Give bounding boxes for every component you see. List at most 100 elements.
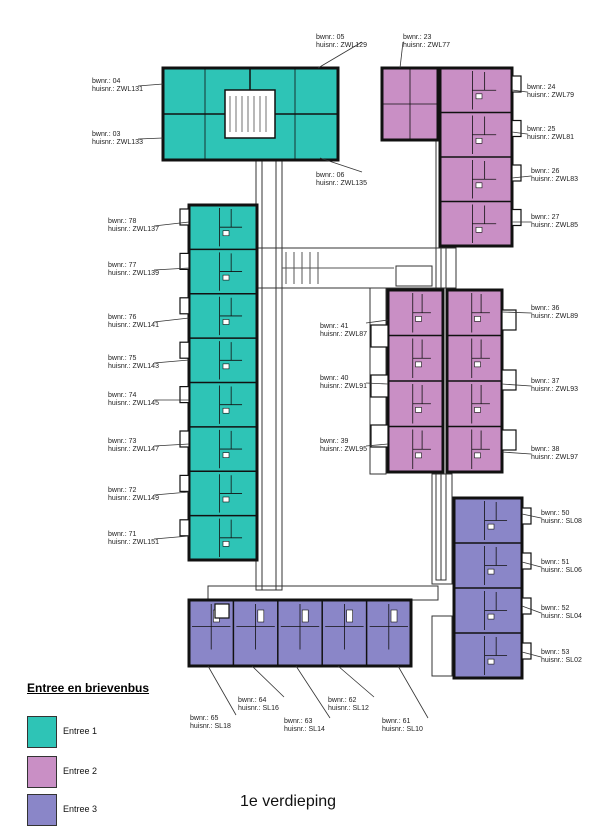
leader-line	[319, 157, 363, 173]
house-number: huisnr.: ZWL131	[92, 86, 143, 93]
house-number: huisnr.: SL16	[238, 705, 279, 712]
leader-line	[295, 665, 331, 719]
house-number: huisnr.: ZWL93	[531, 386, 579, 393]
legend-swatch	[27, 756, 57, 788]
leader-line	[397, 665, 429, 719]
leader-lines	[137, 41, 542, 719]
unit-number: bwnr.: 65	[190, 715, 219, 722]
unit-number: bwnr.: 03	[92, 131, 121, 138]
balcony	[179, 208, 190, 226]
house-number: huisnr.: ZWL149	[108, 495, 159, 502]
unit-number: bwnr.: 71	[108, 531, 137, 538]
leader-line	[521, 651, 542, 658]
house-number: huisnr.: ZWL97	[531, 454, 579, 461]
leader-line	[207, 665, 237, 716]
leader-line	[337, 665, 375, 698]
leader-line	[137, 137, 164, 140]
stair-core-bottom	[214, 603, 230, 619]
house-number: huisnr.: ZWL135	[316, 180, 367, 187]
house-number: huisnr.: ZWL141	[108, 322, 159, 329]
unit-number: bwnr.: 78	[108, 218, 137, 225]
leader-line	[521, 605, 542, 614]
balcony	[511, 208, 522, 227]
balcony	[179, 252, 190, 270]
leader-line	[153, 267, 190, 271]
unit-number: bwnr.: 38	[531, 446, 560, 453]
stair-core	[224, 89, 276, 139]
house-number: huisnr.: SL08	[541, 518, 582, 525]
balcony	[179, 430, 190, 448]
house-number: huisnr.: ZWL129	[316, 42, 367, 49]
unit-number: bwnr.: 26	[531, 168, 560, 175]
leader-line	[137, 83, 164, 87]
unit-number: bwnr.: 53	[541, 649, 570, 656]
house-number: huisnr.: SL14	[284, 726, 325, 733]
house-number: huisnr.: ZWL133	[92, 139, 143, 146]
house-number: huisnr.: SL10	[382, 726, 423, 733]
legend-label: Entree 2	[63, 766, 98, 776]
house-number: huisnr.: SL04	[541, 613, 582, 620]
legend-label: Entree 1	[63, 726, 98, 736]
balcony	[370, 374, 389, 398]
leader-line	[317, 41, 363, 69]
unit-number: bwnr.: 36	[531, 305, 560, 312]
unit-number: bwnr.: 61	[382, 718, 411, 725]
unit-number: bwnr.: 74	[108, 392, 137, 399]
leader-line	[399, 41, 404, 69]
leader-line	[521, 513, 542, 519]
legend-swatch	[27, 716, 57, 748]
legend-label: Entree 3	[63, 804, 98, 814]
balcony	[511, 119, 522, 138]
blocks	[161, 66, 532, 680]
balcony	[501, 369, 517, 391]
leader-line	[153, 535, 190, 540]
house-number: huisnr.: ZWL137	[108, 226, 159, 233]
floor-title: 1e verdieping	[240, 793, 337, 810]
unit-number: bwnr.: 64	[238, 697, 267, 704]
leader-line	[501, 383, 532, 387]
unit-number: bwnr.: 05	[316, 34, 345, 41]
leader-line	[365, 382, 389, 385]
balcony	[179, 341, 190, 359]
unit-number: bwnr.: 75	[108, 355, 137, 362]
unit-number: bwnr.: 06	[316, 172, 345, 179]
unit-number: bwnr.: 51	[541, 559, 570, 566]
house-number: huisnr.: ZWL151	[108, 539, 159, 546]
house-number: huisnr.: ZWL91	[320, 383, 368, 390]
house-number: huisnr.: ZWL83	[531, 176, 579, 183]
house-number: huisnr.: ZWL143	[108, 363, 159, 370]
house-number: huisnr.: SL18	[190, 723, 231, 730]
balcony	[179, 297, 190, 315]
balcony	[179, 519, 190, 537]
house-number: huisnr.: ZWL139	[108, 270, 159, 277]
leader-line	[153, 359, 190, 364]
balcony	[179, 386, 190, 404]
house-number: huisnr.: ZWL79	[527, 92, 575, 99]
leader-line	[501, 451, 532, 455]
balcony	[511, 75, 522, 93]
leader-line	[153, 221, 190, 227]
house-number: huisnr.: ZWL87	[320, 331, 368, 338]
